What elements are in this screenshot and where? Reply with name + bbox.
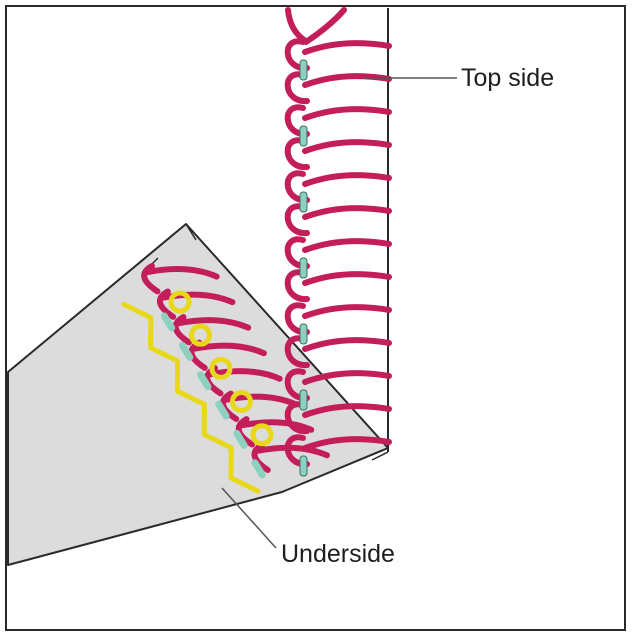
bobbin-thread-bar [299,59,308,81]
needle-thread-diagonal [302,106,392,121]
needle-thread-diagonal [302,205,392,220]
bobbin-thread-bar [215,400,230,420]
needle-thread-loop [284,269,310,302]
needle-thread-diagonal [145,266,220,280]
underside-leader-line [221,487,277,549]
needle-thread-loop [284,203,310,236]
needle-thread-diagonal [302,238,392,253]
bobbin-thread-bar [160,312,176,332]
looper-thread-ring [188,323,212,347]
needle-thread-loop [251,441,271,474]
bobbin-thread-bar [299,257,308,279]
needle-thread-diagonal [302,403,392,418]
bobbin-thread-bar [197,371,212,391]
top-side-stitching [284,7,392,477]
bobbin-thread-bar [299,323,308,345]
bobbin-thread-bar [251,459,266,479]
needle-thread-loop [157,288,177,320]
needle-thread-loop [235,416,256,448]
needle-thread-diagonal [239,419,315,433]
bobbin-thread-bar [299,455,308,477]
bobbin-thread-bar [299,191,308,213]
needle-thread-loop [172,314,192,346]
looper-thread [121,301,261,494]
needle-thread-diagonal [208,368,283,382]
needle-thread-diagonal [192,342,267,357]
needle-thread-diagonal [255,444,330,459]
bobbin-thread-bar [299,389,308,411]
needle-thread-diagonal [302,40,392,55]
looper-thread-ring [168,290,192,314]
looper-thread-ring [209,356,233,380]
needle-thread-loop [284,71,310,104]
needle-thread-diagonal [176,317,252,331]
underside-label: Underside [281,540,395,568]
underside-stitching [121,263,330,494]
needle-thread-diagonal [302,370,392,385]
needle-thread-diagonal [302,436,392,451]
needle-thread-diagonal [302,304,392,319]
needle-thread-diagonal [302,172,392,187]
looper-thread-ring [229,390,253,414]
top-side-label: Top side [461,64,555,92]
needle-thread-diagonal [302,271,392,286]
bobbin-thread-bar [233,429,248,449]
needle-thread-diagonal [303,7,347,45]
needle-thread-loop [284,137,310,170]
bobbin-thread-bar [178,341,194,361]
needle-thread-loop [141,263,161,295]
needle-thread-diagonal [302,139,392,154]
needle-thread-loop [284,335,310,368]
needle-thread-diagonal [302,337,392,352]
looper-thread-ring [250,423,274,447]
bobbin-thread-bar [299,125,308,147]
needle-thread-loop [285,7,307,43]
